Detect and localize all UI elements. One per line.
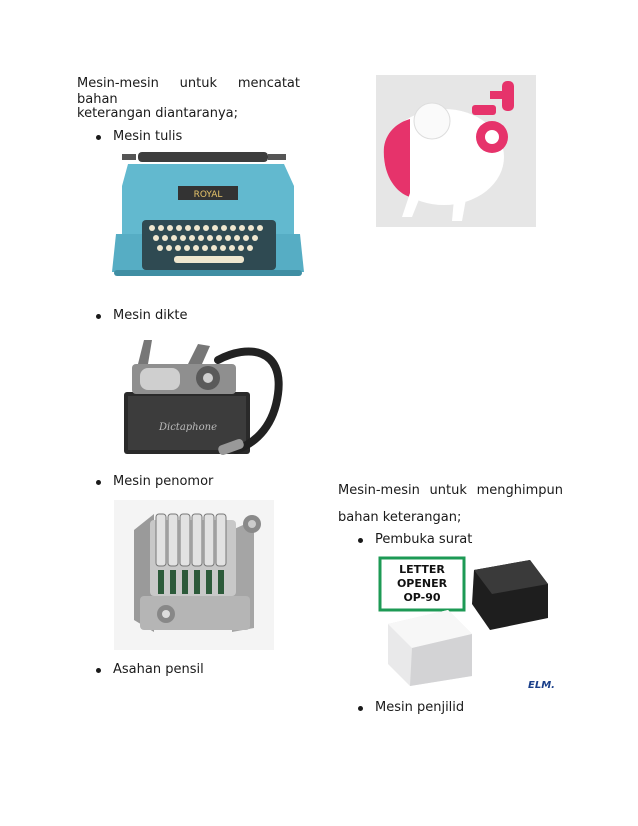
left-intro-line-2: keterangan diantaranya;	[77, 106, 239, 121]
list-item-label: Asahan pensil	[113, 662, 204, 677]
bullet-icon	[96, 135, 101, 140]
bullet-icon	[358, 538, 363, 543]
letter-opener-image: LETTER OPENER OP-90 ELM.	[378, 554, 558, 694]
box-line-3: OP-90	[403, 591, 440, 604]
list-item-label: Mesin penjilid	[375, 700, 465, 715]
left-intro-line-1: Mesin-mesin untuk mencatat bahan	[77, 76, 300, 107]
list-item-label: Mesin tulis	[113, 129, 183, 144]
right-intro-line-2: bahan keterangan;	[338, 510, 462, 525]
right-intro-line-1: Mesin-mesin untuk menghimpun	[338, 483, 563, 498]
dictaphone-brand: Dictaphone	[158, 422, 217, 433]
bullet-icon	[96, 314, 101, 319]
typewriter-image: ROYAL	[108, 150, 308, 280]
list-item-label: Mesin penomor	[113, 474, 214, 489]
dictation-machine-image: Dictaphone	[118, 334, 288, 462]
bullet-icon	[96, 668, 101, 673]
typewriter-brand: ROYAL	[194, 190, 223, 200]
list-item-label: Pembuka surat	[375, 532, 473, 547]
box-line-2: OPENER	[397, 577, 448, 590]
box-line-1: LETTER	[399, 563, 445, 576]
bullet-icon	[358, 706, 363, 711]
pencil-sharpener-image	[376, 75, 536, 227]
list-item-label: Mesin dikte	[113, 308, 188, 323]
numbering-machine-image	[114, 500, 274, 650]
bullet-icon	[96, 480, 101, 485]
elm-logo: ELM.	[528, 680, 555, 691]
